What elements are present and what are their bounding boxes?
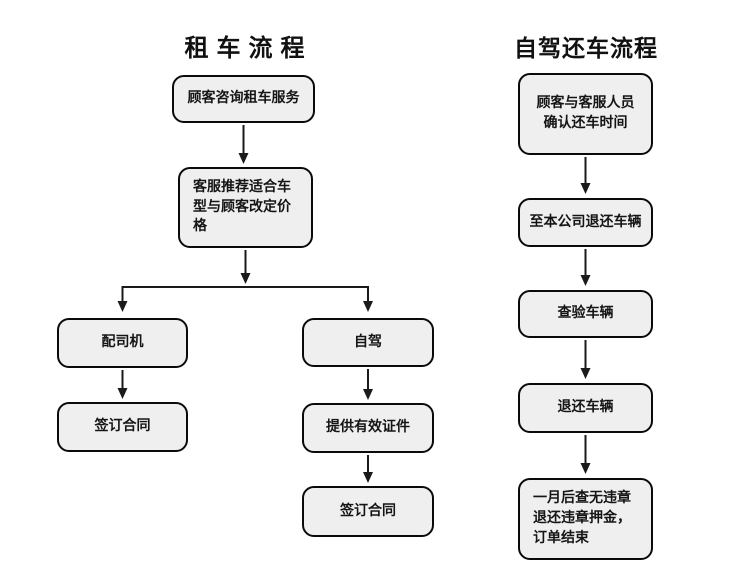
node-deposit-refund-order-end: 一月后查无违章 退还违章押金， 订单结束 [518,478,653,560]
node-return-vehicle: 退还车辆 [518,383,653,433]
node-return-to-company: 至本公司退还车辆 [518,198,653,247]
rental-flow-title: 租 车 流 程 [184,36,306,62]
node-provide-documents: 提供有效证件 [302,403,434,453]
node-confirm-return-time: 顾客与客服人员 确认还车时间 [518,73,653,155]
node-self-drive: 自驾 [302,318,434,367]
node-with-driver: 配司机 [57,318,188,368]
node-sign-contract-driver: 签订合同 [57,402,188,452]
node-inspect-vehicle: 查验车辆 [518,290,653,338]
node-recommend-model-price: 客服推荐适合车 型与顾客改定价 格 [178,167,313,248]
return-flow-title: 自驾还车流程 [514,36,658,61]
node-customer-inquiry: 顾客咨询租车服务 [172,75,315,123]
node-sign-contract-self: 签订合同 [302,486,434,537]
